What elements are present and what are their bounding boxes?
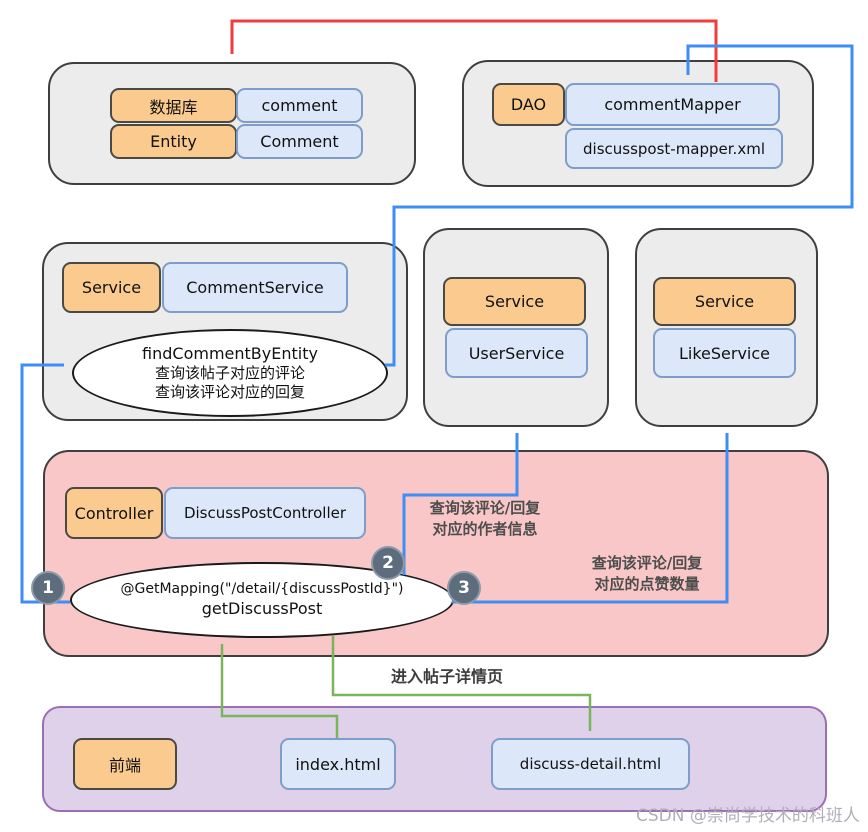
node-database-tag: 数据库 xyxy=(110,88,237,123)
note-like-count: 查询该评论/回复 对应的点赞数量 xyxy=(566,553,728,595)
node-comment-mapper: commentMapper xyxy=(565,83,780,126)
node-mapper-xml: discusspost-mapper.xml xyxy=(565,128,783,169)
node-index-html: index.html xyxy=(280,738,396,790)
watermark: CSDN @崇尚学技术的科班人 xyxy=(636,806,860,826)
ellipse-find-comment-desc-2: 查询该评论对应的回复 xyxy=(154,383,305,401)
node-entity-tag: Entity xyxy=(110,124,237,159)
step-1-badge: 1 xyxy=(31,571,65,605)
note-author-info-line1: 查询该评论/回复 xyxy=(429,499,541,517)
ellipse-get-mapping-method: getDiscussPost xyxy=(201,598,323,618)
step-3-badge: 3 xyxy=(447,571,481,605)
ellipse-find-comment-desc-1: 查询该帖子对应的评论 xyxy=(154,364,305,383)
ellipse-get-mapping-annotation: @GetMapping("/detail/{discussPostId}") xyxy=(120,581,404,598)
node-user-service: UserService xyxy=(445,328,588,378)
node-comment-table: comment xyxy=(236,88,363,123)
note-like-count-line1: 查询该评论/回复 xyxy=(591,554,703,572)
step-2-badge: 2 xyxy=(371,546,405,580)
ellipse-find-comment: findCommentByEntity 查询该帖子对应的评论 查询该评论对应的回… xyxy=(72,329,388,417)
node-discuss-detail-html: discuss-detail.html xyxy=(491,738,690,790)
node-discuss-post-controller: DiscussPostController xyxy=(164,487,366,539)
node-like-service: LikeService xyxy=(653,328,796,378)
note-enter-detail: 进入帖子详情页 xyxy=(390,667,503,686)
note-author-info-line2: 对应的作者信息 xyxy=(432,520,538,538)
ellipse-find-comment-method: findCommentByEntity xyxy=(142,344,318,364)
node-service-tag-3: Service xyxy=(653,277,796,326)
node-frontend-tag: 前端 xyxy=(73,738,177,790)
node-service-tag-1: Service xyxy=(62,262,161,313)
panel-database-entity xyxy=(48,62,416,185)
node-controller-tag: Controller xyxy=(65,487,163,539)
node-comment-class: Comment xyxy=(236,124,363,159)
note-author-info: 查询该评论/回复 对应的作者信息 xyxy=(404,498,566,540)
node-comment-service: CommentService xyxy=(162,262,348,313)
node-dao-tag: DAO xyxy=(492,83,565,126)
node-service-tag-2: Service xyxy=(443,277,586,326)
note-like-count-line2: 对应的点赞数量 xyxy=(594,575,700,593)
